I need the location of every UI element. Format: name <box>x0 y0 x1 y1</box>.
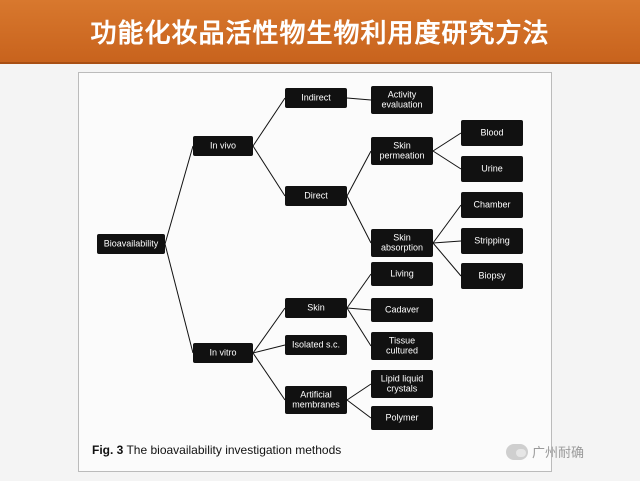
node-label-skinabs-line-1: absorption <box>381 242 423 252</box>
watermark-text: 广州耐确 <box>532 446 585 461</box>
node-invitro: In vitro <box>193 343 253 363</box>
node-skin: Skin <box>285 298 347 318</box>
node-label-indirect-line-0: Indirect <box>301 92 331 102</box>
node-box-skin <box>285 298 347 318</box>
node-label-polymer-line-0: Polymer <box>385 412 418 422</box>
node-label-tissue-line-0: Tissue <box>389 335 415 345</box>
node-label-activity-line-1: evaluation <box>381 99 422 109</box>
node-box-polymer <box>371 406 433 430</box>
node-label-lipid-line-0: Lipid liquid <box>381 373 424 383</box>
edge-skinabs-to-biopsy <box>432 242 462 277</box>
node-polymer: Polymer <box>371 406 433 430</box>
node-living: Living <box>371 262 433 286</box>
node-indirect: Indirect <box>285 88 347 108</box>
figure-caption: Fig. 3 The bioavailability investigation… <box>92 443 341 457</box>
bioavailability-tree-diagram: Bioavailability In vivo In vitro IndirectDi… <box>97 86 523 430</box>
node-label-direct-line-0: Direct <box>304 190 328 200</box>
node-biopsy: Biopsy <box>461 263 523 289</box>
node-label-root-line-0: Bioavailability <box>104 238 159 248</box>
edge-skin-to-tissue <box>346 307 372 347</box>
node-label-invitro-line-0: In vitro <box>209 347 236 357</box>
edge-skinabs-to-stripping <box>432 240 462 244</box>
node-box-blood <box>461 120 523 146</box>
node-box-artificial <box>285 386 347 414</box>
edge-skin-to-cadaver <box>346 307 372 311</box>
node-root: Bioavailability <box>97 234 165 254</box>
node-box-cadaver <box>371 298 433 322</box>
edge-skinperm-to-urine <box>432 150 462 170</box>
node-isolated: Isolated s.c. <box>285 335 347 355</box>
node-label-stripping-line-0: Stripping <box>474 235 510 245</box>
node-box-direct <box>285 186 347 206</box>
edge-skinperm-to-blood <box>432 132 462 152</box>
node-direct: Direct <box>285 186 347 206</box>
edge-direct-to-skinperm <box>346 150 372 197</box>
node-box-urine <box>461 156 523 182</box>
edge-invivo-to-indirect <box>252 97 286 147</box>
slide-title-bar: 功能化妆品活性物生物利用度研究方法 <box>0 0 640 64</box>
node-box-skinabs <box>371 229 433 257</box>
node-box-biopsy <box>461 263 523 289</box>
node-invivo: In vivo <box>193 136 253 156</box>
node-label-tissue-line-1: cultured <box>386 345 418 355</box>
node-box-tissue <box>371 332 433 360</box>
node-label-activity-line-0: Activity <box>388 89 417 99</box>
node-box-lipid <box>371 370 433 398</box>
edge-root-to-invivo <box>164 145 194 245</box>
edge-invivo-to-direct <box>252 145 286 197</box>
node-label-isolated-line-0: Isolated s.c. <box>292 339 340 349</box>
node-label-urine-line-0: Urine <box>481 163 503 173</box>
edge-direct-to-skinabs <box>346 195 372 244</box>
figure-caption-label: Fig. 3 <box>92 443 124 457</box>
node-box-indirect <box>285 88 347 108</box>
watermark: 广州耐确 <box>506 442 584 461</box>
node-box-invitro <box>193 343 253 363</box>
node-label-chamber-line-0: Chamber <box>473 199 510 209</box>
node-urine: Urine <box>461 156 523 182</box>
node-label-invivo-line-0: In vivo <box>210 140 236 150</box>
node-box-living <box>371 262 433 286</box>
node-label-skinperm-line-1: permeation <box>379 150 424 160</box>
node-box-invivo <box>193 136 253 156</box>
node-label-artificial-line-0: Artificial <box>300 389 332 399</box>
edge-artificial-to-polymer <box>346 399 372 419</box>
slide-title: 功能化妆品活性物生物利用度研究方法 <box>90 18 550 49</box>
figure-caption-text: The bioavailability investigation method… <box>126 443 342 457</box>
node-label-skinperm-line-0: Skin <box>393 140 411 150</box>
edge-indirect-to-activity <box>346 97 372 101</box>
node-label-cadaver-line-0: Cadaver <box>385 304 419 314</box>
edge-invitro-to-artificial <box>252 352 286 401</box>
node-cadaver: Cadaver <box>371 298 433 322</box>
edge-invitro-to-skin <box>252 307 286 354</box>
node-box-chamber <box>461 192 523 218</box>
node-box-skinperm <box>371 137 433 165</box>
edge-skinabs-to-chamber <box>432 204 462 244</box>
wechat-icon <box>506 443 528 460</box>
edge-skin-to-living <box>346 273 372 309</box>
node-label-artificial-line-1: membranes <box>292 399 340 409</box>
node-box-isolated <box>285 335 347 355</box>
node-box-stripping <box>461 228 523 254</box>
edge-root-to-invitro <box>164 243 194 354</box>
node-blood: Blood <box>461 120 523 146</box>
edge-artificial-to-lipid <box>346 383 372 401</box>
node-box-activity <box>371 86 433 114</box>
node-chamber: Chamber <box>461 192 523 218</box>
node-label-blood-line-0: Blood <box>480 127 503 137</box>
edge-invitro-to-isolated <box>252 344 286 354</box>
node-label-lipid-line-1: crystals <box>387 383 418 393</box>
node-stripping: Stripping <box>461 228 523 254</box>
node-box-root <box>97 234 165 254</box>
node-label-living-line-0: Living <box>390 268 414 278</box>
node-label-skinabs-line-0: Skin <box>393 232 411 242</box>
node-label-skin-line-0: Skin <box>307 302 325 312</box>
node-label-biopsy-line-0: Biopsy <box>478 270 506 280</box>
